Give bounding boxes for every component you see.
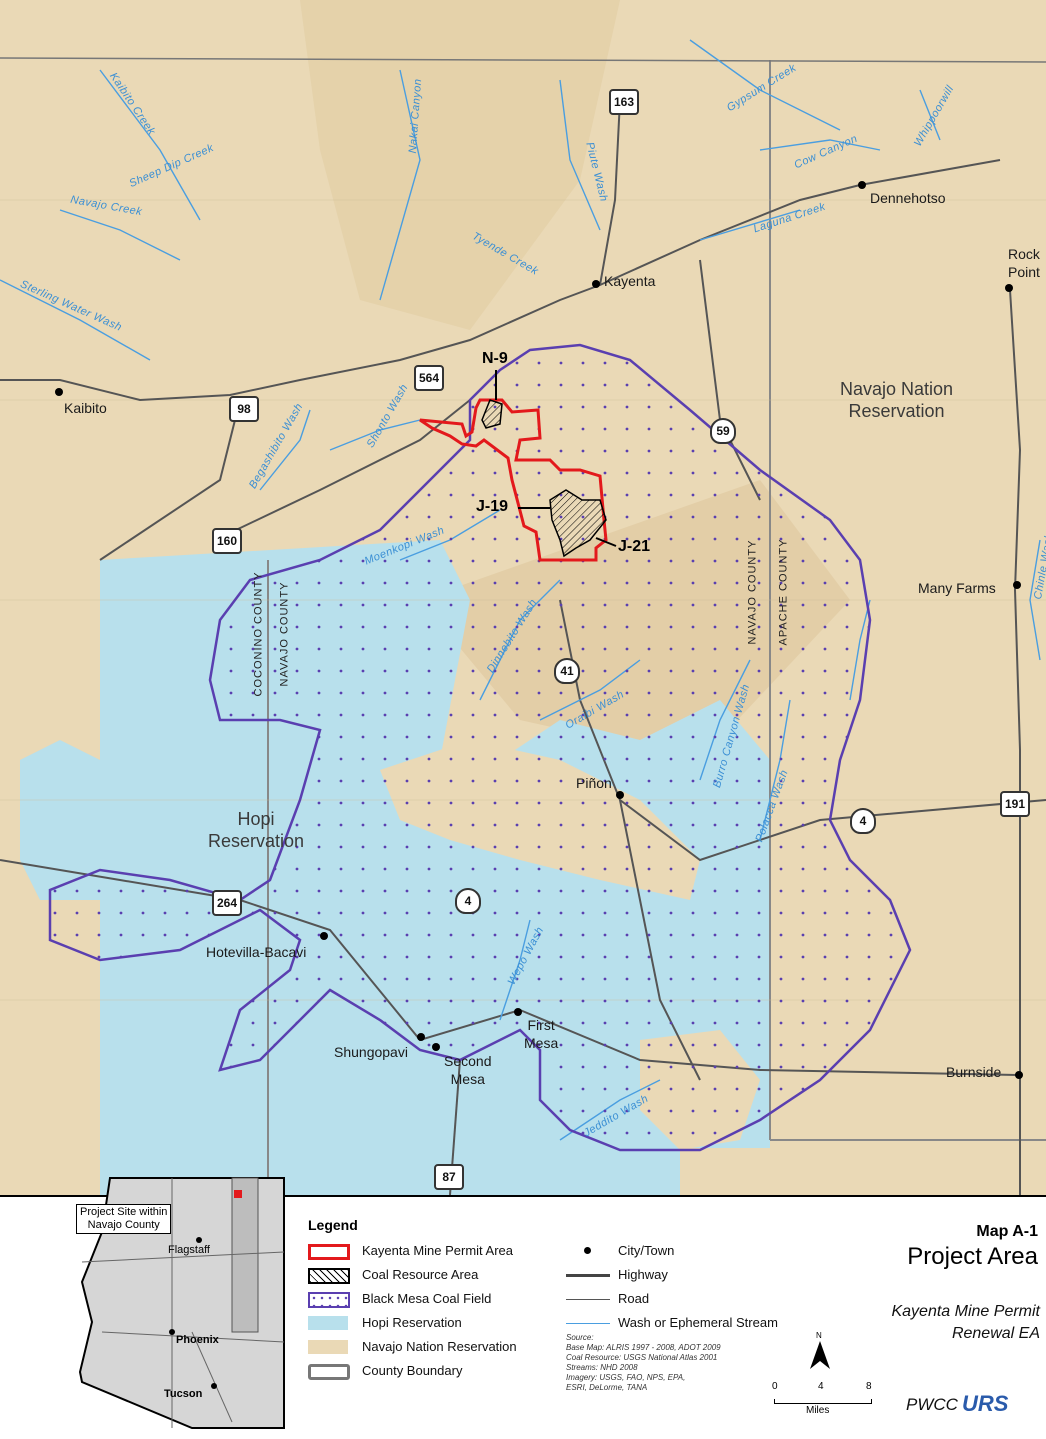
highway-shield-163: 163	[609, 89, 639, 115]
highway-shield-41: 41	[554, 658, 580, 684]
north-label: N	[816, 1331, 822, 1340]
highway-shield-191: 191	[1000, 791, 1030, 817]
map-footer: Project Site within Navajo County Flagst…	[0, 1177, 1046, 1439]
town-dot	[514, 1008, 522, 1016]
label-coconino-county: COCONINO COUNTY	[252, 571, 265, 697]
label-apache-county: APACHE COUNTY	[777, 538, 790, 646]
state-line	[0, 57, 1046, 63]
scale-unit: Miles	[806, 1405, 830, 1416]
town-dot	[1005, 284, 1013, 292]
swatch-navajo	[308, 1340, 348, 1354]
highway-shield-59: 59	[710, 418, 736, 444]
legend-item: Hopi Reservation	[362, 1315, 462, 1330]
inset-callout: Project Site within Navajo County	[76, 1204, 172, 1234]
highway-shield-160: 160	[212, 528, 242, 554]
inset-phoenix: Phoenix	[176, 1334, 219, 1346]
legend-title: Legend	[308, 1217, 358, 1233]
town-dot	[1013, 581, 1021, 589]
project-site-marker	[234, 1190, 242, 1198]
swatch-hopi	[308, 1316, 348, 1330]
town-kaibito: Kaibito	[64, 400, 107, 416]
leader-j21	[595, 537, 617, 547]
town-shungopavi: Shungopavi	[334, 1044, 408, 1060]
map-subtitle: Kayenta Mine Permit Renewal EA	[891, 1303, 1040, 1342]
town-dot	[858, 181, 866, 189]
swatch-permit	[308, 1244, 350, 1260]
north-arrow: N	[808, 1331, 832, 1371]
terrain-shading	[300, 0, 620, 330]
kayenta-mine-permit-area	[419, 398, 608, 562]
town-first-mesa: First Mesa	[524, 1017, 559, 1051]
swatch-road	[566, 1299, 610, 1300]
town-dot	[55, 388, 63, 396]
legend-item: County Boundary	[362, 1363, 463, 1378]
town-rock-point: Rock Point	[1008, 246, 1040, 280]
scale-tick: 4	[818, 1381, 824, 1392]
scale-line	[774, 1399, 872, 1404]
source-note: Source: Base Map: ALRIS 1997 - 2008, ADO…	[566, 1333, 721, 1392]
town-many-farms: Many Farms	[918, 580, 996, 596]
legend-item: Coal Resource Area	[362, 1267, 479, 1282]
legend-item: Highway	[618, 1267, 668, 1282]
inset-roads	[81, 1178, 285, 1428]
legend-item: Road	[618, 1291, 650, 1306]
legend-item: Navajo Nation Reservation	[362, 1339, 517, 1354]
town-second-mesa: Second Mesa	[444, 1053, 492, 1087]
hopi-reservation-area	[20, 740, 100, 900]
scale-bar: 0 4 8 Miles	[768, 1381, 878, 1421]
label-n9: N-9	[482, 350, 508, 367]
town-dennehotso: Dennehotso	[870, 190, 946, 206]
town-dot	[1015, 1071, 1023, 1079]
label-j19: J-19	[476, 498, 509, 515]
project-map: Dennehotso Rock Point Kayenta Kaibito Ma…	[0, 0, 1046, 1195]
town-dot	[417, 1033, 425, 1041]
scale-tick: 0	[772, 1381, 778, 1392]
inset-flagstaff: Flagstaff	[168, 1244, 210, 1256]
town-dot	[432, 1043, 440, 1051]
arizona-inset-map	[78, 1177, 285, 1429]
org-pwcc: PWCC	[906, 1395, 958, 1414]
title-block: Map A-1 Project Area	[907, 1223, 1038, 1271]
map-title: Project Area	[907, 1243, 1038, 1270]
label-navajo-county-left: NAVAJO COUNTY	[278, 581, 291, 687]
org-urs-logo: URS	[962, 1391, 1009, 1416]
town-dot	[592, 280, 600, 288]
label-j21: J-21	[618, 538, 651, 555]
highway-shield-87: 87	[434, 1164, 464, 1190]
town-pinon: Piñon	[576, 775, 612, 791]
north-arrow-icon	[810, 1341, 830, 1369]
map-number: Map A-1	[976, 1223, 1038, 1240]
label-hopi-reservation: Hopi Reservation	[208, 809, 305, 851]
label-navajo-reservation: Navajo Nation Reservation	[840, 379, 954, 421]
swatch-coal-field	[308, 1292, 350, 1308]
swatch-county	[308, 1364, 350, 1380]
town-burnside: Burnside	[946, 1064, 1002, 1080]
coal-resource-area	[481, 399, 503, 429]
swatch-stream	[566, 1323, 610, 1324]
highway-shield-98: 98	[229, 396, 259, 422]
highway-shield-264: 264	[212, 890, 242, 916]
label-navajo-county-right: NAVAJO COUNTY	[746, 539, 759, 645]
coal-resource-area	[549, 489, 607, 558]
legend-item: Kayenta Mine Permit Area	[362, 1243, 514, 1258]
black-mesa-coal-field	[48, 343, 912, 1152]
map-canvas	[0, 0, 1046, 1195]
town-dot	[320, 932, 328, 940]
locator-inset: Project Site within Navajo County Flagst…	[62, 1172, 288, 1434]
town-dot	[616, 791, 624, 799]
swatch-coal-resource	[308, 1268, 350, 1284]
inset-tucson: Tucson	[164, 1388, 203, 1400]
town-kayenta: Kayenta	[604, 273, 656, 289]
swatch-town	[584, 1247, 591, 1254]
highway-shield-4: 4	[455, 888, 481, 914]
town-hotevilla-bacavi: Hotevilla-Bacavi	[206, 944, 307, 960]
legend-item: Wash or Ephemeral Stream	[618, 1315, 778, 1330]
highway-shield-4: 4	[850, 808, 876, 834]
scale-tick: 8	[866, 1381, 872, 1392]
navajo-county-highlight	[231, 1177, 259, 1333]
highway-shield-564: 564	[414, 365, 444, 391]
swatch-highway	[566, 1274, 610, 1277]
legend-item: Black Mesa Coal Field	[362, 1291, 492, 1306]
legend-item: City/Town	[618, 1243, 675, 1258]
